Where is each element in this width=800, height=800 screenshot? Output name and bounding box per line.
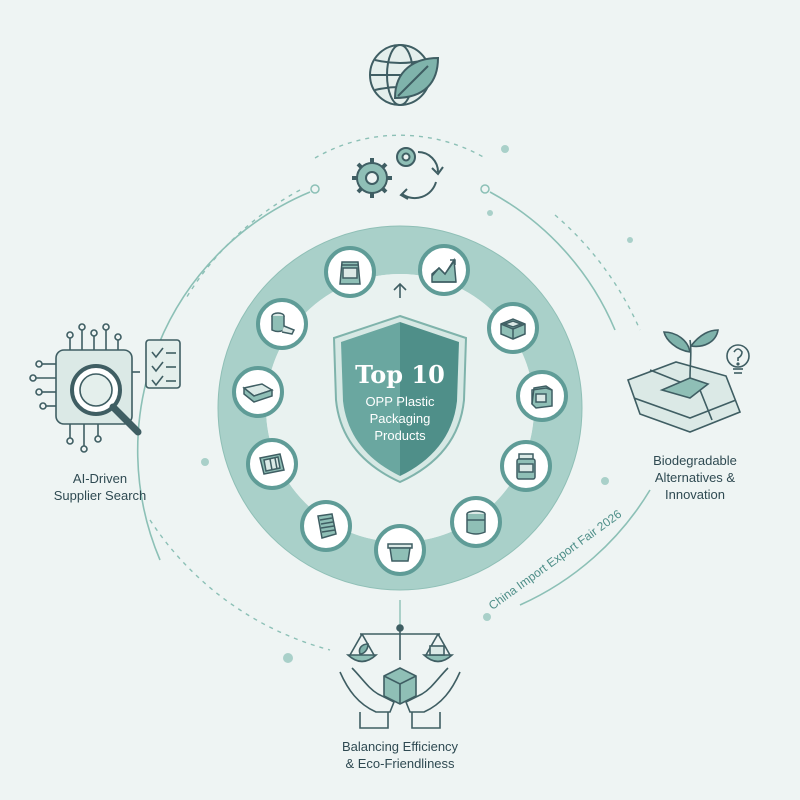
right-node-label-line-2: Alternatives & <box>654 470 736 485</box>
sheet-panel-icon <box>259 453 285 475</box>
dashed-arc-lower-left <box>149 519 331 651</box>
connector-dot <box>310 184 320 194</box>
ring-item <box>246 438 298 490</box>
outer-arc-right <box>489 191 616 331</box>
dashed-arc-top <box>314 134 486 159</box>
left-node-label-line-2: Supplier Search <box>53 488 147 503</box>
sprout-map-lightbulb-icon <box>626 329 750 433</box>
connector-dot <box>601 477 609 485</box>
center-subtitle-line-1: OPP Plastic <box>365 394 435 409</box>
connector-dot <box>480 184 490 194</box>
globe-leaf-icon <box>369 44 440 106</box>
center-subtitle-line-3: Products <box>374 428 426 443</box>
gears-recycle-icon <box>352 147 444 200</box>
tub-icon <box>387 543 413 562</box>
connector-dot <box>483 613 491 621</box>
canister-icon <box>466 510 486 535</box>
ring-item <box>232 366 284 418</box>
up-arrow-icon <box>393 282 407 298</box>
connector-dot <box>501 145 509 153</box>
ring-item <box>516 370 568 422</box>
bottom-node-label-line-2: & Eco-Friendliness <box>345 756 455 771</box>
right-node-label-line-3: Innovation <box>665 487 725 502</box>
scale-hands-box-icon <box>339 624 461 729</box>
right-node-label: Biodegradable Alternatives & Innovation <box>630 452 760 503</box>
stacked-sheets-icon <box>317 513 337 539</box>
standup-pouch-icon <box>339 261 361 285</box>
ring-item <box>487 302 539 354</box>
connector-dot <box>627 237 633 243</box>
ring-item <box>374 524 426 576</box>
jar-icon <box>516 453 536 480</box>
film-roll-icon <box>271 312 296 335</box>
ring-item <box>300 500 352 552</box>
shallow-tray-icon <box>242 383 274 403</box>
center-title: Top 10 <box>355 360 445 389</box>
bottom-node-label: Balancing Efficiency & Eco-Friendliness <box>310 738 490 772</box>
ring-item <box>256 298 308 350</box>
connector-dot <box>487 210 493 216</box>
ring-item <box>450 496 502 548</box>
container-tray-icon <box>500 318 526 340</box>
center-subtitle-line-2: Packaging <box>369 411 431 426</box>
bottom-node-label-line-1: Balancing Efficiency <box>341 739 459 754</box>
left-node-label-line-1: AI-Driven <box>72 471 128 486</box>
main-ring-outer-edge <box>217 225 583 591</box>
dashed-arc-right <box>554 214 641 331</box>
ai-circuit-magnifier-icon <box>29 323 181 453</box>
ring-item <box>418 244 470 296</box>
connector-dot <box>283 653 293 663</box>
connector-dot <box>201 458 209 466</box>
pack-bag-icon <box>531 385 553 409</box>
left-node-label: AI-Driven Supplier Search <box>35 470 165 504</box>
outer-arc-lower-right <box>519 489 651 606</box>
rising-chart-icon <box>431 257 457 283</box>
shield-icon <box>332 314 468 484</box>
ring-item <box>324 246 376 298</box>
ring-item <box>500 440 552 492</box>
right-node-label-line-1: Biodegradable <box>653 453 737 468</box>
